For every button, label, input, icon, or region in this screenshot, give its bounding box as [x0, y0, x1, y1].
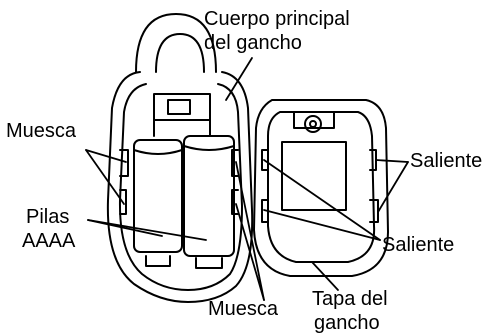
label-cover-line2: gancho [314, 312, 380, 334]
hook-main-body [106, 13, 254, 303]
hook-cover [253, 99, 389, 277]
label-notch-bottom: Muesca [208, 298, 279, 320]
leader-lines [85, 57, 409, 301]
label-protrusion-top: Saliente [410, 150, 483, 172]
battery-1 [133, 139, 183, 253]
label-batteries-line1: Pilas [26, 206, 70, 228]
label-notch-left: Muesca [6, 120, 77, 142]
label-hook-body-line2: del gancho [204, 32, 302, 54]
label-protrusion-mid: Saliente [382, 234, 455, 256]
label-hook-body-line1: Cuerpo principal [204, 8, 350, 30]
battery-2 [183, 135, 235, 257]
label-batteries-line2: AAAA [22, 230, 76, 252]
label-cover-line1: Tapa del [312, 288, 388, 310]
